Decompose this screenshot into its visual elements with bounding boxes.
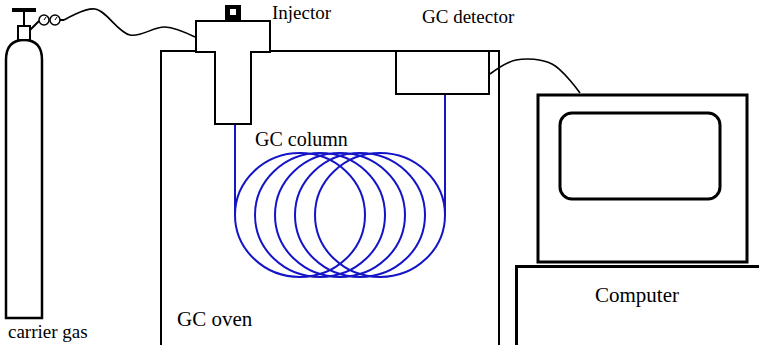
computer: Computer bbox=[515, 93, 759, 345]
monitor-screen bbox=[560, 113, 720, 199]
injector-outline bbox=[195, 4, 271, 125]
tube-connector bbox=[490, 59, 580, 93]
gc-oven: GC oven GC detector bbox=[160, 50, 500, 345]
monitor-frame bbox=[538, 95, 747, 262]
cylinder-body bbox=[6, 40, 42, 318]
node-label: Computer bbox=[515, 283, 759, 307]
node-label: carrier gas bbox=[8, 321, 88, 343]
injector-body bbox=[196, 21, 270, 124]
computer-outline bbox=[515, 93, 759, 345]
gas-cylinder: carrier gas bbox=[4, 4, 64, 320]
injector: Injector bbox=[195, 4, 271, 125]
valve-handle bbox=[12, 8, 36, 12]
part-label: GC column bbox=[252, 128, 351, 151]
gauge-needle bbox=[55, 17, 57, 20]
pressure-gauge bbox=[39, 15, 49, 25]
node-label: GC oven bbox=[177, 307, 252, 331]
node-label: GC detector bbox=[422, 6, 514, 28]
regulator-pipe bbox=[24, 12, 64, 30]
column-outlet-line bbox=[444, 95, 446, 215]
cylinder-neck bbox=[18, 26, 30, 40]
gauge-needle bbox=[44, 17, 46, 20]
injector-port bbox=[225, 5, 241, 21]
gas-cylinder-outline bbox=[4, 4, 64, 320]
pressure-gauge bbox=[50, 15, 60, 25]
gc-detector: GC detector bbox=[395, 50, 490, 95]
column-coil bbox=[315, 153, 445, 277]
injector-septum bbox=[230, 9, 236, 15]
tube-connector bbox=[64, 9, 195, 37]
node-label: Injector bbox=[272, 2, 331, 24]
